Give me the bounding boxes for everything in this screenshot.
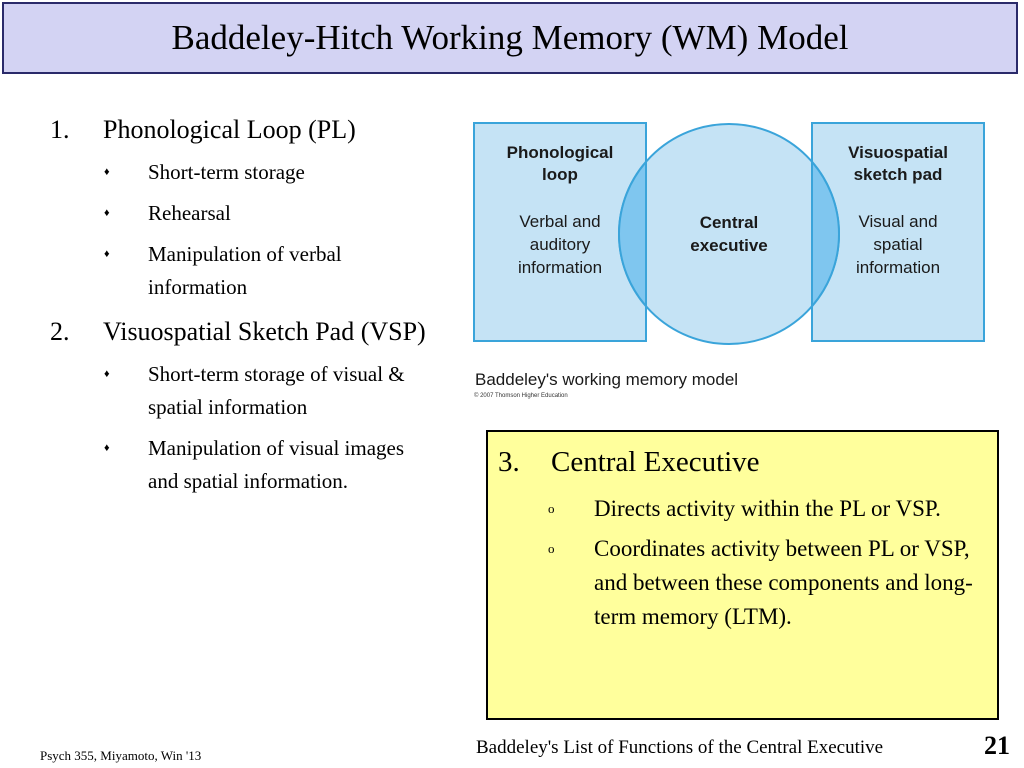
- bullet-text: Short-term storage: [148, 160, 305, 184]
- bullet-text: Coordinates activity between PL or VSP, …: [594, 536, 973, 629]
- vsp-title-line2: sketch pad: [854, 165, 943, 184]
- bullet-text: Short-term storage of visual & spatial i…: [148, 362, 405, 419]
- title-bar: Baddeley-Hitch Working Memory (WM) Model: [2, 2, 1018, 74]
- circle-bullet-icon: o: [548, 541, 555, 556]
- ce-heading-text: Central Executive: [551, 446, 760, 478]
- list-heading-pl: 1. Phonological Loop (PL): [50, 112, 430, 148]
- list-item: ♦ Short-term storage: [102, 156, 430, 189]
- left-overlap: [618, 160, 646, 308]
- diagram-caption: Baddeley's working memory model: [475, 370, 739, 389]
- diamond-bullet-icon: ♦: [104, 207, 110, 219]
- left-column: 1. Phonological Loop (PL) ♦ Short-term st…: [50, 112, 430, 508]
- pl-desc-line1: Verbal and: [519, 212, 600, 231]
- list-number: 3.: [498, 446, 520, 478]
- pl-desc-line3: information: [518, 258, 602, 277]
- vsp-desc-line1: Visual and: [858, 212, 937, 231]
- pl-bullet-list: ♦ Short-term storage ♦ Rehearsal ♦ Manipula…: [50, 156, 430, 304]
- pl-title-line1: Phonological: [507, 143, 614, 162]
- circle-bullet-icon: o: [548, 501, 555, 516]
- footer-course: Psych 355, Miyamoto, Win '13: [40, 748, 202, 763]
- vsp-title-line1: Visuospatial: [848, 143, 948, 162]
- vsp-desc-line3: information: [856, 258, 940, 277]
- list-item: o Coordinates activity between PL or VSP,…: [546, 532, 986, 634]
- diagram-copyright: © 2007 Thomson Higher Education: [474, 393, 568, 399]
- central-executive-box: 3. Central Executive o Directs activity w…: [486, 430, 999, 720]
- bullet-text: Manipulation of verbal information: [148, 242, 342, 299]
- list-item: o Directs activity within the PL or VSP.: [546, 492, 986, 526]
- ce-heading: 3. Central Executive: [498, 444, 760, 480]
- list-number: 1.: [50, 115, 70, 144]
- vsp-bullet-list: ♦ Short-term storage of visual & spatial …: [50, 358, 430, 498]
- list-item: ♦ Manipulation of visual images and spati…: [102, 432, 430, 498]
- list-heading-text: Visuospatial Sketch Pad (VSP): [103, 317, 426, 346]
- diamond-bullet-icon: ♦: [104, 368, 110, 380]
- list-heading-text: Phonological Loop (PL): [103, 115, 356, 144]
- ce-title-line2: executive: [690, 236, 768, 255]
- bullet-text: Rehearsal: [148, 201, 231, 225]
- pl-title-line2: loop: [542, 165, 578, 184]
- diamond-bullet-icon: ♦: [104, 248, 110, 260]
- phonological-loop-box: [473, 122, 647, 342]
- list-item: ♦ Manipulation of verbal information: [102, 238, 430, 304]
- ce-title-line1: Central: [700, 213, 759, 232]
- visuospatial-sketchpad-box: [811, 122, 985, 342]
- vsp-desc-line2: spatial: [873, 235, 922, 254]
- list-number: 2.: [50, 317, 70, 346]
- slide-title: Baddeley-Hitch Working Memory (WM) Model: [171, 18, 849, 57]
- right-overlap: [812, 160, 840, 308]
- diamond-bullet-icon: ♦: [104, 166, 110, 178]
- central-executive-circle: [618, 123, 840, 345]
- list-item: ♦ Rehearsal: [102, 197, 430, 230]
- bullet-text: Directs activity within the PL or VSP.: [594, 496, 941, 521]
- working-memory-diagram: Phonological loop Verbal and auditory in…: [473, 122, 985, 345]
- pl-desc-line2: auditory: [530, 235, 591, 254]
- list-heading-vsp: 2. Visuospatial Sketch Pad (VSP): [50, 314, 430, 350]
- bullet-text: Manipulation of visual images and spatia…: [148, 436, 405, 493]
- diamond-bullet-icon: ♦: [104, 442, 110, 454]
- footer-slide-title: Baddeley's List of Functions of the Cent…: [476, 737, 884, 758]
- page-number: 21: [984, 731, 1010, 760]
- list-item: ♦ Short-term storage of visual & spatial …: [102, 358, 430, 424]
